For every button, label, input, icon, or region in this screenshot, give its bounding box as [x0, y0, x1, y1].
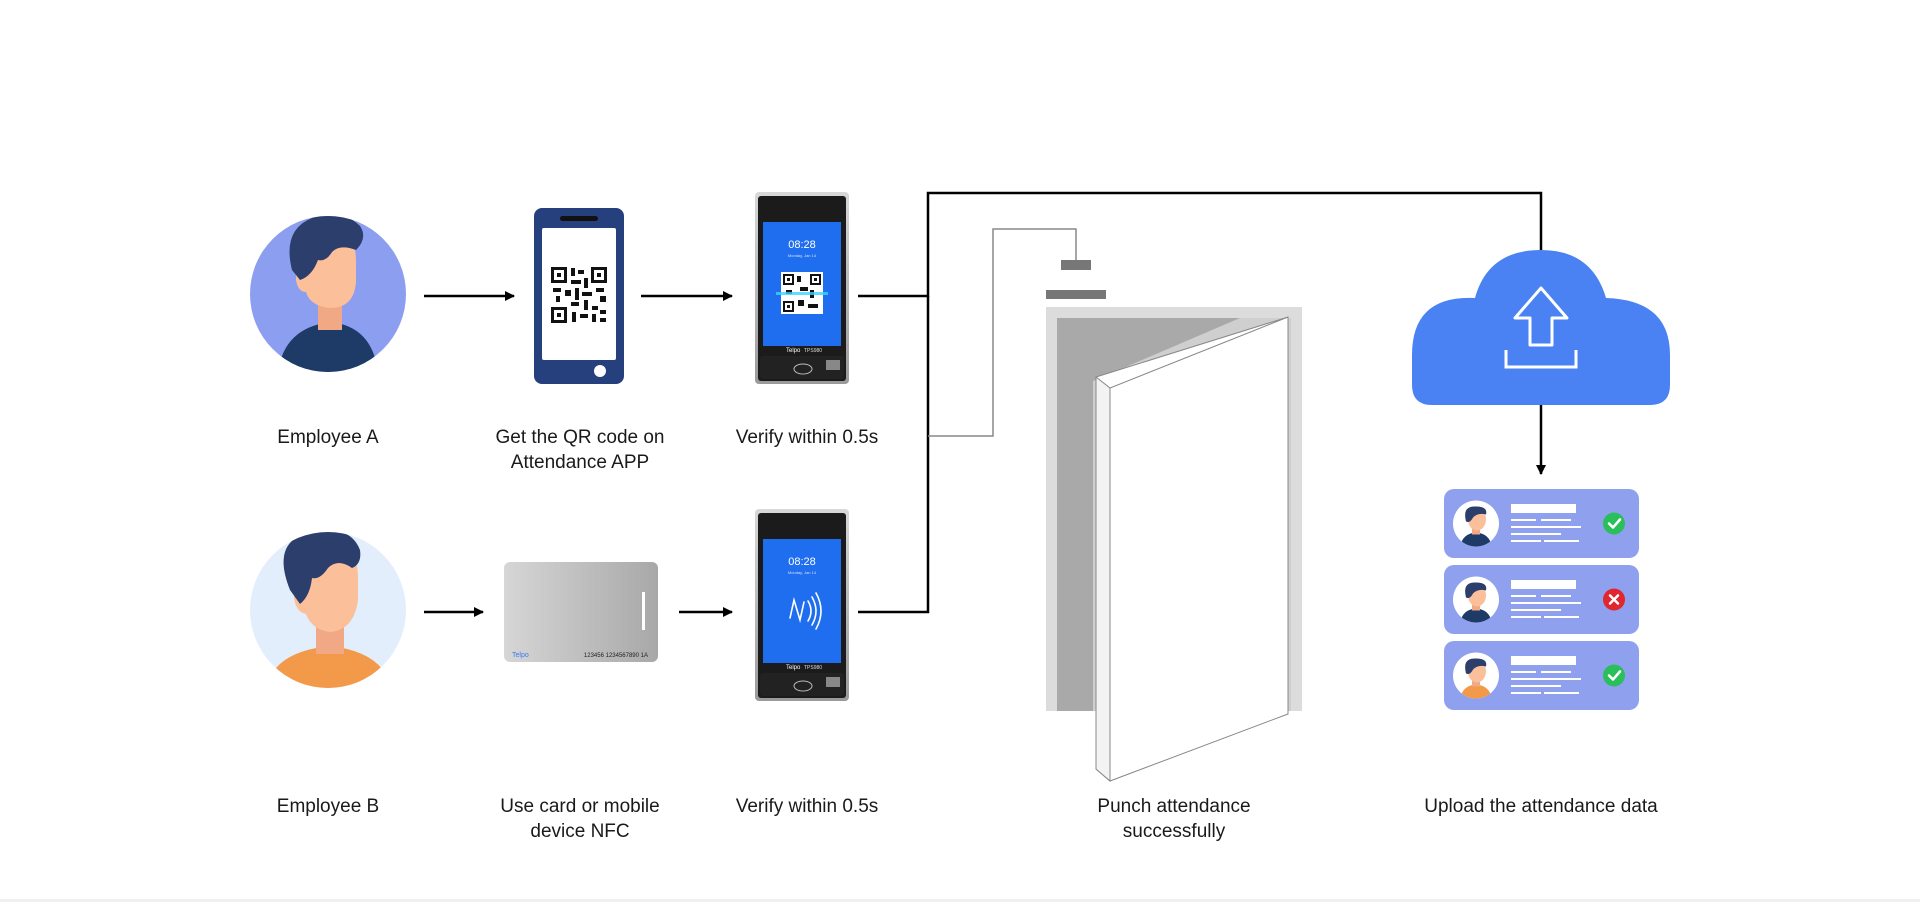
connector-device-to-door-lock: [928, 228, 1077, 437]
label-punch: Punch attendance successfully: [1097, 796, 1251, 842]
device-date: Monday, Jan 14: [788, 570, 817, 575]
record-status-check-icon: [1603, 664, 1625, 687]
employee-b-avatar: [250, 532, 406, 688]
device-brand: Telpo: [786, 348, 801, 354]
card-number: 123456 1234567890 1A: [584, 653, 648, 659]
record-status-check-icon: [1603, 512, 1625, 535]
qr-code-icon: [549, 265, 609, 325]
record-avatar: [1453, 576, 1499, 623]
connector-device-to-cloud: [858, 191, 1543, 298]
label-upload: Upload the attendance data: [1424, 796, 1658, 817]
device-date: Monday, Jan 14: [788, 253, 817, 258]
employee-a-avatar: [250, 216, 406, 372]
page-bottom-divider: [0, 899, 1920, 902]
label-employee-a: Employee A: [277, 427, 379, 448]
door: [1046, 260, 1302, 783]
label-qr-app: Get the QR code on Attendance APP: [495, 427, 665, 473]
device-qr-icon: [776, 272, 828, 314]
record-status-cross-icon: [1603, 588, 1625, 611]
nfc-icon: [789, 592, 822, 630]
record-avatar: [1453, 500, 1499, 547]
label-verify-top: Verify within 0.5s: [735, 427, 879, 448]
device-time: 08:28: [788, 556, 816, 568]
device-time: 08:28: [788, 239, 816, 251]
verification-device-qr: 08:28 Monday, Jan 14 Telpo TPS980: [755, 192, 849, 384]
phone-qr-app: [534, 208, 624, 384]
card-brand: Telpo: [512, 652, 529, 659]
verification-device-nfc: 08:28 Monday, Jan 14 Telpo TPS980: [755, 509, 849, 701]
record-card: [1444, 489, 1639, 558]
connector-bottom-device: [858, 296, 930, 614]
device-model: TPS980: [804, 665, 822, 671]
flow-arrows: [424, 191, 1546, 617]
device-brand: Telpo: [786, 665, 801, 671]
cloud-upload-icon: [1412, 250, 1670, 405]
device-model: TPS980: [804, 348, 822, 354]
record-text-lines: [1511, 656, 1581, 694]
nfc-card: Telpo 123456 1234567890 1A: [504, 562, 658, 662]
label-nfc: Use card or mobile device NFC: [500, 796, 660, 842]
record-text-lines: [1511, 504, 1581, 542]
label-verify-bottom: Verify within 0.5s: [735, 796, 879, 817]
record-card: [1444, 565, 1639, 634]
attendance-records: [1444, 489, 1639, 710]
record-card: [1444, 641, 1639, 710]
label-employee-b: Employee B: [276, 796, 380, 817]
record-avatar: [1453, 652, 1499, 699]
record-text-lines: [1511, 580, 1581, 618]
